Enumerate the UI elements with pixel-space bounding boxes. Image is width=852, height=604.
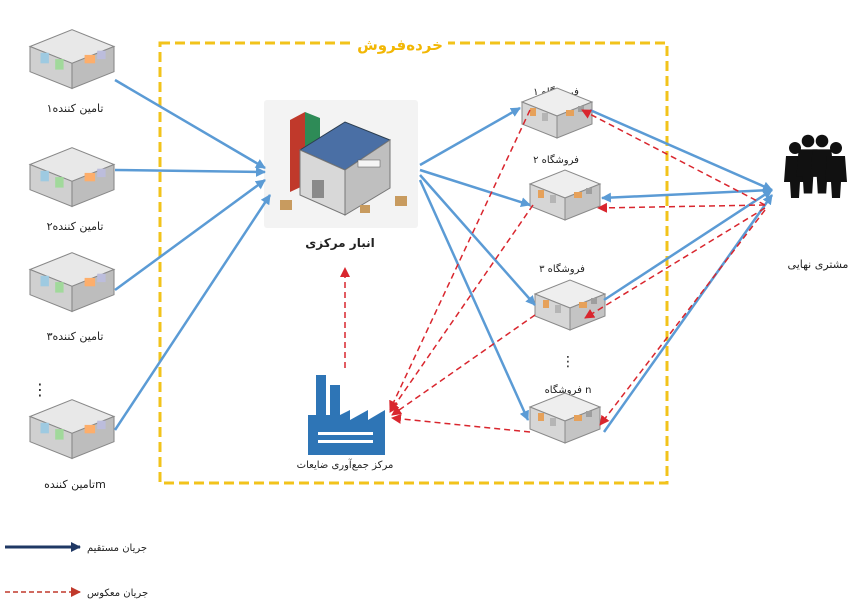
flow-store1-waste (389, 109, 531, 411)
legend: جریان مستقیم جریان معکوس (5, 542, 148, 599)
people-icon (784, 134, 847, 198)
supplier-label-1: تامین کننده۱ (47, 102, 104, 115)
flow-customer-storen (599, 209, 766, 426)
flow-warehouse-store2 (419, 168, 531, 208)
flow-supplier1-warehouse (114, 78, 266, 170)
flow-customer-store2 (601, 188, 773, 203)
store-icon (534, 279, 606, 331)
store-n: فروشگاه n (529, 384, 601, 444)
store-1: فروشگاه ۱ (521, 86, 593, 139)
supplier-building-icon (29, 252, 115, 313)
store-icon (529, 169, 601, 221)
store-label-3: فروشگاه ۳ (539, 263, 585, 275)
supplier-building-icon (29, 399, 115, 460)
flow-warehouse-store1 (419, 106, 521, 167)
supplier-label-3: تامین کننده۳ (47, 330, 104, 343)
retail-label: خرده‌فروش (357, 36, 443, 54)
flow-customer-store1 (581, 109, 766, 206)
flow-store2-waste (389, 204, 534, 413)
supplier-m: تامین کنندهm (29, 399, 115, 491)
flow-customer-store3 (584, 207, 766, 319)
flow-warehouse-storen (418, 179, 530, 421)
flow-supplier3-warehouse (114, 178, 266, 292)
customer-label: مشتری نهایی (788, 258, 849, 271)
store-label-n: فروشگاه n (545, 384, 592, 396)
waste-center-label: مرکز جمع‌آوری ضایعات (297, 458, 394, 471)
legend-forward-label: جریان مستقیم (87, 543, 147, 554)
supplier-3: تامین کننده۳ (29, 252, 115, 343)
supplier-label-2: تامین کننده۲ (47, 220, 104, 233)
warehouse-label: انبار مرکزی (305, 236, 374, 250)
supplier-2: تامین کننده۲ (29, 147, 115, 233)
store-icon (529, 392, 601, 444)
reverse-flows (340, 109, 766, 433)
store-2: فروشگاه ۲ (529, 154, 601, 221)
flow-storen-customer (602, 194, 774, 433)
supplier-label-m: تامین کنندهm (44, 478, 106, 491)
flow-store1-customer (589, 108, 773, 192)
supplier-1: تامین کننده۱ (29, 29, 115, 115)
flow-store3-waste (391, 314, 536, 416)
store-label-2: فروشگاه ۲ (533, 154, 579, 166)
store-3: فروشگاه ۳ (534, 263, 606, 331)
flow-warehouse-store3 (419, 174, 536, 306)
flow-storen-waste (391, 413, 531, 433)
flow-supplier2-warehouse (114, 166, 266, 177)
retail-boundary (158, 41, 669, 485)
supplier-ellipsis: ⋮ (32, 380, 48, 399)
factory-icon (308, 375, 385, 455)
supplier-building-icon (29, 29, 115, 90)
central-warehouse: انبار مرکزی (264, 100, 418, 250)
store-ellipsis: ⋮ (561, 354, 575, 370)
flow-customer-store2-reverse (597, 202, 766, 213)
forward-flows (113, 78, 774, 433)
end-customer: مشتری نهایی (784, 134, 849, 271)
flow-store3-customer (603, 188, 773, 302)
flow-supplierm-warehouse (113, 194, 272, 431)
legend-reverse-label: جریان معکوس (87, 588, 148, 599)
warehouse-icon (280, 112, 407, 216)
waste-collection-center: مرکز جمع‌آوری ضایعات (297, 375, 394, 471)
supplier-building-icon (29, 147, 115, 208)
